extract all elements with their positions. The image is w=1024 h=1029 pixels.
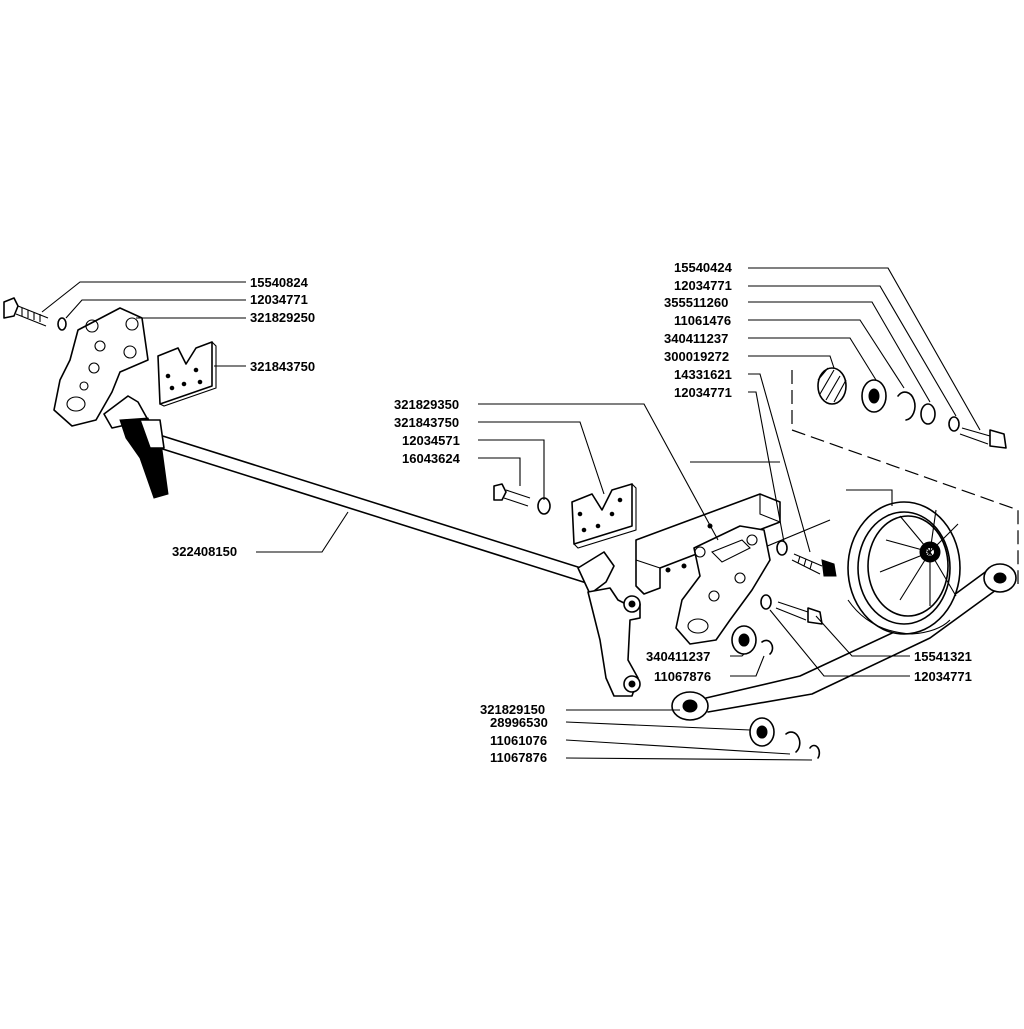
right-lever-arm [577, 551, 641, 697]
bottom-parts [749, 717, 821, 759]
link-arm-321829150 [671, 563, 1017, 721]
center-bracket-321829350 [675, 525, 771, 645]
bolt-15541321 [775, 601, 823, 625]
label-12034771-top: 12034771 [674, 278, 732, 293]
label-340411237-center: 340411237 [646, 649, 710, 664]
label-16043624: 16043624 [402, 451, 461, 466]
label-321829150: 321829150 [480, 702, 545, 717]
washers-12034771 [760, 540, 788, 610]
top-right-parts [817, 367, 1007, 449]
label-15541321: 15541321 [914, 649, 972, 664]
label-321829250: 321829250 [250, 310, 315, 325]
label-12034571: 12034571 [402, 433, 460, 448]
part-labels: 15540824 12034771 321829250 321843750 32… [172, 260, 972, 765]
label-11067876-bottom: 11067876 [490, 750, 547, 765]
label-12034771-mid: 12034771 [674, 385, 732, 400]
label-11067876-center: 11067876 [654, 669, 711, 684]
left-bolt-15540824 [3, 297, 67, 331]
label-11061076: 11061076 [490, 733, 547, 748]
label-11061476: 11061476 [674, 313, 731, 328]
bolt-14331621 [791, 553, 837, 577]
label-14331621: 14331621 [674, 367, 732, 382]
label-321843750-left: 321843750 [250, 359, 315, 374]
label-340411237-top: 340411237 [664, 331, 728, 346]
label-12034771-right: 12034771 [914, 669, 972, 684]
left-clamp-lever [103, 395, 169, 499]
label-15540824: 15540824 [250, 275, 309, 290]
center-shim-plate-321843750 [571, 483, 637, 549]
left-shim-plate-321843750 [157, 341, 217, 407]
label-322408150: 322408150 [172, 544, 237, 559]
pulley-wheel [846, 489, 961, 635]
label-321843750-center: 321843750 [394, 415, 459, 430]
shaft-322408150 [149, 431, 601, 587]
label-321829350: 321829350 [394, 397, 459, 412]
label-28996530: 28996530 [490, 715, 548, 730]
label-12034771-left: 12034771 [250, 292, 308, 307]
left-bracket-321829250 [53, 307, 149, 427]
label-15540424: 15540424 [674, 260, 733, 275]
leader-lines [41, 267, 981, 761]
center-bolt-16043624 [493, 483, 551, 515]
label-355511260: 355511260 [664, 295, 728, 310]
dashed-assembly-outline [791, 370, 1019, 584]
label-300019272: 300019272 [664, 349, 729, 364]
center-bushing-340411237 [731, 625, 774, 655]
